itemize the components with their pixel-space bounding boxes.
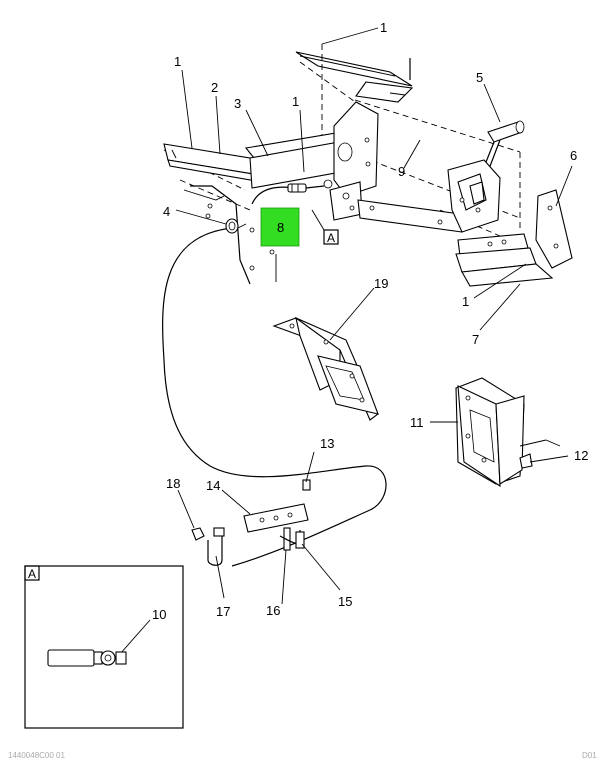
- bracket-19: [272, 316, 379, 421]
- highlight-box[interactable]: [260, 207, 300, 247]
- callout-3: 3: [234, 96, 241, 111]
- housing-11: [455, 377, 561, 488]
- side-bracket: [333, 101, 379, 197]
- mounting-plate: [183, 185, 275, 285]
- shift-cable: [162, 218, 387, 567]
- callout-16: 16: [266, 603, 280, 618]
- callout-1-left: 1: [174, 54, 181, 69]
- callout-4: 4: [163, 204, 170, 219]
- callout-17: 17: [216, 604, 230, 619]
- callout-2: 2: [211, 80, 218, 95]
- callout-10: 10: [152, 607, 166, 622]
- cross-arm: [329, 181, 463, 233]
- detail-inset: [24, 565, 184, 729]
- shift-lever: [447, 120, 525, 233]
- callout-13: 13: [320, 436, 334, 451]
- callout-1-mid: 1: [292, 94, 299, 109]
- top-crossmember: [295, 51, 414, 103]
- callout-5: 5: [476, 70, 483, 85]
- callout-1-top: 1: [380, 20, 387, 35]
- footer-left: 1440048C00 01: [8, 751, 65, 760]
- callout-7: 7: [472, 332, 479, 347]
- bolt-18: [191, 527, 205, 541]
- detail-marker-main-label: A: [327, 231, 335, 245]
- callout-11: 11: [410, 415, 424, 430]
- clip-17: [207, 527, 225, 566]
- footer-right: D01: [582, 751, 597, 760]
- callout-15: 15: [338, 594, 352, 609]
- frame-rail: [163, 131, 353, 189]
- leader-lines: [119, 27, 573, 655]
- clip-15-16: [279, 527, 305, 551]
- detail-marker-inset-label: A: [28, 567, 36, 581]
- callout-19: 19: [374, 276, 388, 291]
- detail-marker-main: A: [323, 229, 339, 245]
- clamp-plate-14: [243, 503, 309, 533]
- callout-6: 6: [570, 148, 577, 163]
- callout-8: 8: [277, 220, 284, 235]
- cable-end: [251, 179, 333, 205]
- right-bracket: [455, 189, 573, 287]
- callout-14: 14: [206, 478, 220, 493]
- callout-labels: 1 1 2 3 1 5 6 9 4 8 1 7 19 11 12 13 14 1…: [152, 20, 588, 622]
- callout-18: 18: [166, 476, 180, 491]
- callout-12: 12: [574, 448, 588, 463]
- callout-1-right: 1: [462, 294, 469, 309]
- callout-9: 9: [398, 164, 405, 179]
